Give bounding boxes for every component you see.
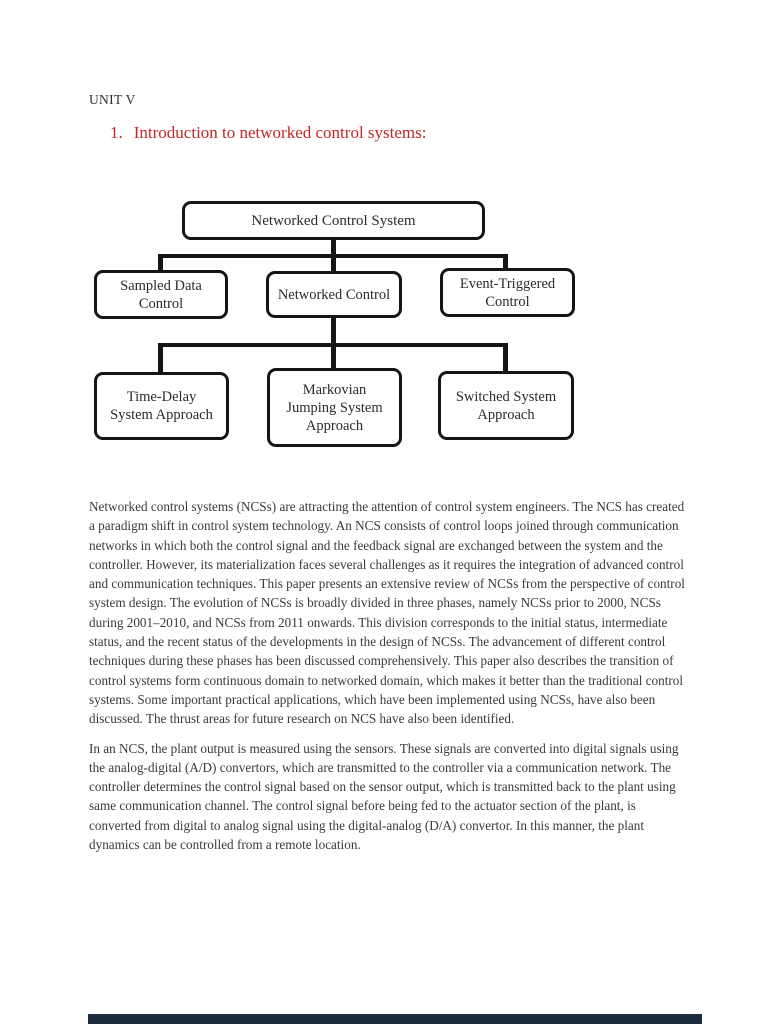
- box-label: Jumping System: [286, 399, 383, 416]
- box-label: Approach: [477, 406, 535, 423]
- unit-label: UNIT V: [89, 92, 136, 107]
- viewer-background-strip: [88, 1014, 702, 1024]
- connector-stub-right3: [503, 343, 508, 374]
- heading-number: 1.: [110, 123, 123, 142]
- paragraph-1: Networked control systems (NCSs) are att…: [89, 499, 685, 727]
- connector-stub-left2: [158, 254, 163, 276]
- chart-box-time-delay-system-approach: Time-Delay System Approach: [94, 372, 229, 440]
- box-label: Approach: [305, 417, 364, 434]
- section-heading: 1. Introduction to networked control syst…: [110, 123, 426, 143]
- chart-box-networked-control-system: Networked Control System: [182, 201, 485, 240]
- chart-box-markovian-jumping-system-approach: Markovian Jumping System Approach: [267, 368, 402, 447]
- box-label: Control: [138, 295, 184, 312]
- connector-stub-left3: [158, 343, 163, 375]
- chart-box-switched-system-approach: Switched System Approach: [438, 371, 574, 440]
- connector-stub-right2: [503, 254, 508, 274]
- connector-stub-mid3: [331, 343, 336, 371]
- connector-stub-mid2: [331, 254, 336, 278]
- body-text: Networked control systems (NCSs) are att…: [89, 497, 685, 864]
- box-label: Event-Triggered: [459, 275, 556, 292]
- box-label: Time-Delay: [126, 389, 197, 405]
- box-label: Control: [485, 293, 530, 310]
- paragraph-2: In an NCS, the plant output is measured …: [89, 740, 679, 853]
- box-label: Networked Control System: [251, 212, 416, 229]
- box-label: Switched System: [455, 388, 557, 405]
- connector-stem-top: [331, 236, 336, 258]
- heading-text: Introduction to networked control system…: [133, 123, 427, 142]
- box-label: System Approach: [110, 407, 213, 423]
- box-label: Markovian: [302, 381, 367, 398]
- chart-box-networked-control: Networked Control: [266, 271, 402, 318]
- box-label: Sampled Data: [120, 277, 202, 294]
- chart-box-event-triggered-control: Event-Triggered Control: [440, 268, 575, 317]
- chart-box-sampled-data-control: Sampled Data Control: [94, 270, 228, 319]
- connector-stem-mid: [331, 314, 336, 347]
- box-label: Networked Control: [277, 286, 391, 303]
